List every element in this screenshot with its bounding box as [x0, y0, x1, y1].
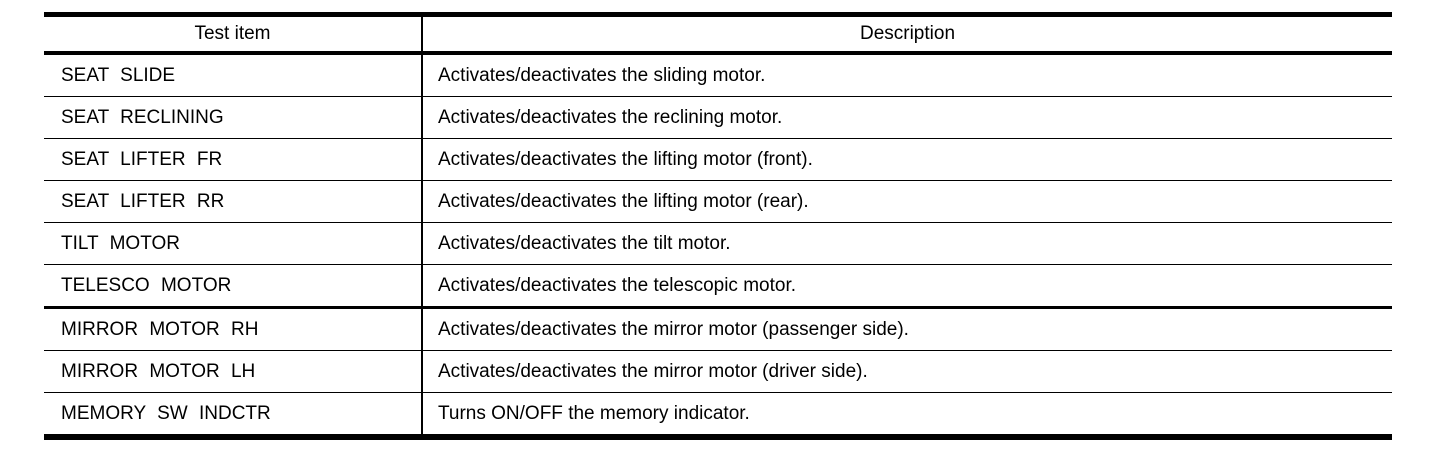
description-cell: Activates/deactivates the mirror motor (… [422, 350, 1392, 393]
test-item-cell: TELESCO MOTOR [44, 264, 423, 308]
test-item-table: Test item Description SEAT SLIDE Activat… [44, 12, 1392, 440]
test-item-cell: MIRROR MOTOR LH [44, 350, 423, 393]
header-row: Test item Description [44, 14, 1392, 55]
header-test-item: Test item [44, 14, 423, 55]
description-cell: Activates/deactivates the sliding motor. [422, 52, 1392, 97]
description-cell: Activates/deactivates the lifting motor … [422, 138, 1392, 181]
test-item-cell: MEMORY SW INDCTR [44, 392, 423, 437]
test-item-cell: SEAT LIFTER RR [44, 180, 423, 223]
table-row: MIRROR MOTOR RH Activates/deactivates th… [44, 306, 1392, 351]
table-row: TILT MOTOR Activates/deactivates the til… [44, 222, 1392, 265]
table-row: MEMORY SW INDCTR Turns ON/OFF the memory… [44, 392, 1392, 437]
header-description: Description [422, 14, 1392, 55]
table-row: TELESCO MOTOR Activates/deactivates the … [44, 264, 1392, 308]
table-row: SEAT RECLINING Activates/deactivates the… [44, 96, 1392, 139]
description-cell: Turns ON/OFF the memory indicator. [422, 392, 1392, 437]
test-item-cell: TILT MOTOR [44, 222, 423, 265]
description-cell: Activates/deactivates the telescopic mot… [422, 264, 1392, 308]
test-item-cell: SEAT RECLINING [44, 96, 423, 139]
description-cell: Activates/deactivates the tilt motor. [422, 222, 1392, 265]
table-row: SEAT LIFTER RR Activates/deactivates the… [44, 180, 1392, 223]
table-row: SEAT SLIDE Activates/deactivates the sli… [44, 52, 1392, 97]
description-cell: Activates/deactivates the lifting motor … [422, 180, 1392, 223]
table-body: SEAT SLIDE Activates/deactivates the sli… [44, 52, 1392, 437]
table-row: MIRROR MOTOR LH Activates/deactivates th… [44, 350, 1392, 393]
description-cell: Activates/deactivates the reclining moto… [422, 96, 1392, 139]
description-cell: Activates/deactivates the mirror motor (… [422, 306, 1392, 351]
table-header: Test item Description [44, 14, 1392, 55]
test-item-cell: SEAT SLIDE [44, 52, 423, 97]
table-row: SEAT LIFTER FR Activates/deactivates the… [44, 138, 1392, 181]
test-item-cell: MIRROR MOTOR RH [44, 306, 423, 351]
test-item-cell: SEAT LIFTER FR [44, 138, 423, 181]
